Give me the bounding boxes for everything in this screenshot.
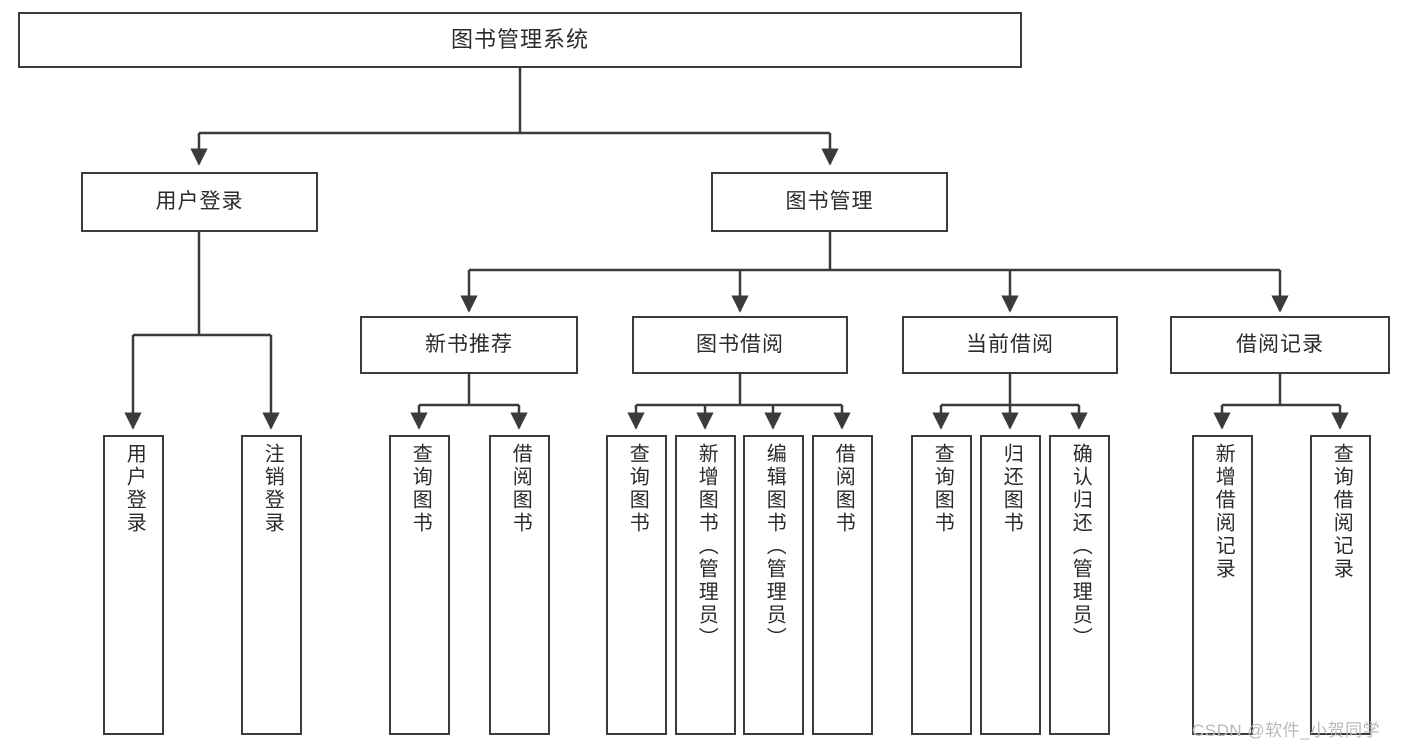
node-user-login[interactable]: 用户登录 [81, 172, 318, 232]
leaf-borrow-add-book-admin-label: 新增图书（管理员） [695, 443, 718, 650]
leaf-borrow-query-book-label: 查询图书 [626, 443, 649, 535]
node-borrow-record-label: 借阅记录 [1236, 333, 1324, 357]
leaf-current-query-book-label: 查询图书 [931, 443, 954, 535]
node-root-label: 图书管理系统 [450, 26, 589, 52]
leaf-newbook-query-book[interactable]: 查询图书 [389, 435, 450, 735]
leaf-borrow-edit-book-admin-label: 编辑图书（管理员） [763, 443, 786, 650]
leaf-current-confirm-return-admin-label: 确认归还（管理员） [1069, 443, 1092, 650]
node-new-book-recommend[interactable]: 新书推荐 [360, 316, 578, 374]
node-borrow-record[interactable]: 借阅记录 [1170, 316, 1390, 374]
leaf-logout-label: 注销登录 [261, 443, 284, 535]
leaf-borrow-borrow-book[interactable]: 借阅图书 [812, 435, 873, 735]
leaf-newbook-borrow-book[interactable]: 借阅图书 [489, 435, 550, 735]
node-root[interactable]: 图书管理系统 [18, 12, 1022, 68]
leaf-current-return-book-label: 归还图书 [1000, 443, 1023, 535]
node-book-borrow-label: 图书借阅 [696, 333, 784, 357]
leaf-current-return-book[interactable]: 归还图书 [980, 435, 1041, 735]
watermark: CSDN @软件_小贺同学 [1192, 721, 1381, 740]
leaf-borrow-borrow-book-label: 借阅图书 [832, 443, 855, 535]
node-book-management-label: 图书管理 [785, 190, 874, 214]
leaf-record-add-record[interactable]: 新增借阅记录 [1192, 435, 1253, 735]
leaf-user-login[interactable]: 用户登录 [103, 435, 164, 735]
node-new-book-recommend-label: 新书推荐 [425, 333, 513, 357]
leaf-current-confirm-return-admin[interactable]: 确认归还（管理员） [1049, 435, 1110, 735]
node-book-management[interactable]: 图书管理 [711, 172, 948, 232]
leaf-borrow-add-book-admin[interactable]: 新增图书（管理员） [675, 435, 736, 735]
node-current-borrow[interactable]: 当前借阅 [902, 316, 1118, 374]
node-current-borrow-label: 当前借阅 [966, 333, 1054, 357]
node-user-login-label: 用户登录 [155, 190, 244, 214]
leaf-logout[interactable]: 注销登录 [241, 435, 302, 735]
leaf-borrow-query-book[interactable]: 查询图书 [606, 435, 667, 735]
leaf-record-add-record-label: 新增借阅记录 [1212, 443, 1235, 581]
leaf-borrow-edit-book-admin[interactable]: 编辑图书（管理员） [743, 435, 804, 735]
leaf-record-query-record[interactable]: 查询借阅记录 [1310, 435, 1371, 735]
leaf-current-query-book[interactable]: 查询图书 [911, 435, 972, 735]
leaf-newbook-query-book-label: 查询图书 [409, 443, 432, 535]
leaf-record-query-record-label: 查询借阅记录 [1330, 443, 1353, 581]
leaf-user-login-label: 用户登录 [123, 443, 146, 535]
leaf-newbook-borrow-book-label: 借阅图书 [509, 443, 532, 535]
node-book-borrow[interactable]: 图书借阅 [632, 316, 848, 374]
